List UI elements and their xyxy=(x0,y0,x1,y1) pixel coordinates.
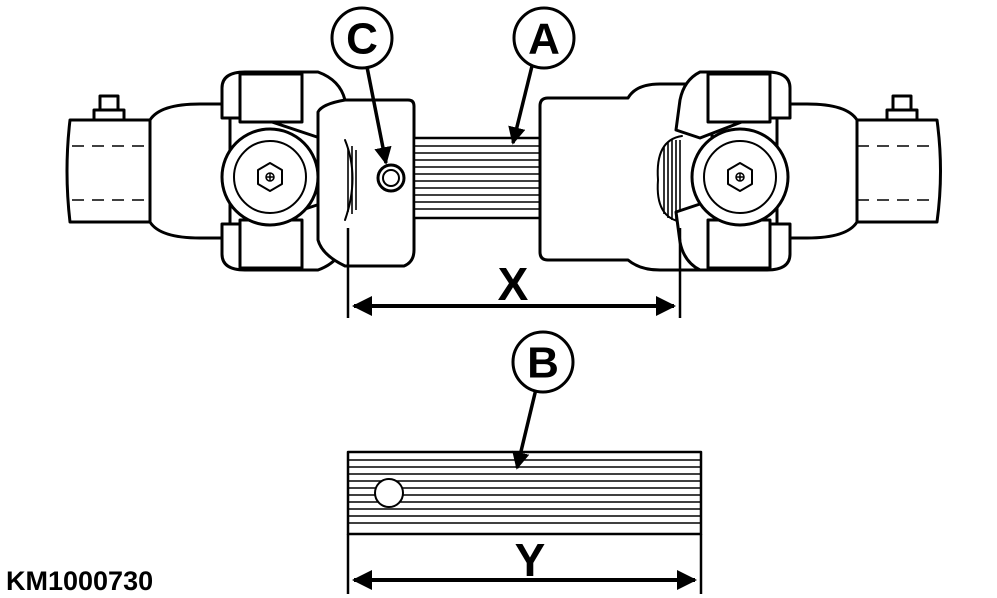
right-tube-spline-hatch xyxy=(663,140,681,220)
left-outer-tube xyxy=(316,98,416,268)
callout-b: B xyxy=(511,330,575,470)
dimension-x-label: X xyxy=(498,258,529,310)
figure-id: KM1000730 xyxy=(6,566,153,596)
callout-c: C xyxy=(330,6,394,165)
shaft-b-cut-piece xyxy=(346,450,703,536)
grease-hole xyxy=(376,163,406,193)
right-yoke-assembly xyxy=(674,70,942,272)
left-tube-spline-hatch xyxy=(347,146,357,214)
shaft-b-hole xyxy=(374,478,404,508)
dimension-y-label: Y xyxy=(515,534,546,586)
splined-shaft-a xyxy=(412,136,546,220)
dimension-x: X xyxy=(346,228,682,318)
callout-c-label: C xyxy=(346,15,378,64)
callout-a: A xyxy=(508,6,576,145)
left-yoke-assembly xyxy=(65,70,352,272)
callout-a-label: A xyxy=(528,15,560,64)
callout-b-label: B xyxy=(527,339,559,388)
dimension-y: Y xyxy=(346,534,703,594)
right-outer-tube xyxy=(538,82,714,272)
